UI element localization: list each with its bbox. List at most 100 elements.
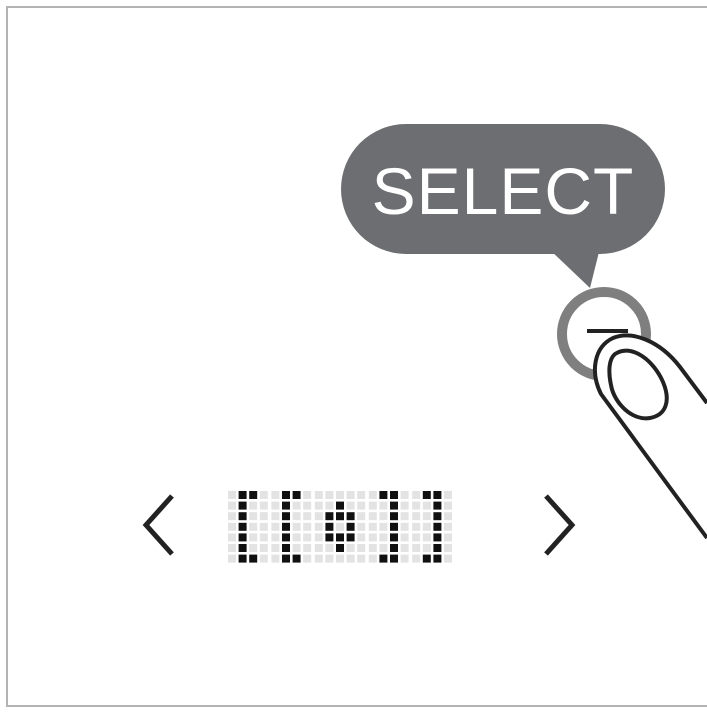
display-dot-off — [401, 512, 409, 520]
display-dot-off — [315, 491, 323, 499]
display-dot-on — [336, 533, 344, 541]
display-dot-off — [293, 502, 301, 510]
display-dot-off — [357, 502, 365, 510]
display-glyph — [315, 491, 365, 563]
display-dot-off — [315, 555, 323, 563]
display-dot-off — [423, 523, 431, 531]
display-dot-off — [228, 502, 236, 510]
display-dot-off — [315, 533, 323, 541]
display-dot-on — [239, 555, 247, 563]
display-dot-on — [282, 502, 290, 510]
display-dot-on — [347, 533, 355, 541]
display-dot-on — [433, 523, 441, 531]
display-dot-off — [336, 555, 344, 563]
display-dot-off — [249, 533, 257, 541]
display-dot-on — [347, 523, 355, 531]
display-dot-on — [390, 555, 398, 563]
display-dot-off — [271, 533, 279, 541]
display-dot-off — [379, 523, 387, 531]
display-dot-off — [293, 533, 301, 541]
display-dot-off — [260, 512, 268, 520]
display-dot-off — [228, 533, 236, 541]
display-glyph — [271, 491, 311, 563]
display-dot-off — [357, 555, 365, 563]
display-dot-on — [239, 544, 247, 552]
display-dot-on — [293, 555, 301, 563]
display-dot-off — [369, 523, 377, 531]
display-dot-off — [336, 523, 344, 531]
display-dot-off — [423, 502, 431, 510]
display-dot-off — [315, 523, 323, 531]
display-dot-off — [271, 523, 279, 531]
display-dot-on — [282, 555, 290, 563]
display-dot-off — [228, 544, 236, 552]
display-dot-off — [412, 544, 420, 552]
display-dot-on — [379, 555, 387, 563]
display-dot-off — [249, 544, 257, 552]
display-dot-on — [433, 544, 441, 552]
display-dot-off — [260, 555, 268, 563]
display-dot-off — [228, 523, 236, 531]
display-dot-off — [412, 523, 420, 531]
display-dot-on — [325, 533, 333, 541]
display-dot-off — [423, 544, 431, 552]
display-dot-off — [379, 533, 387, 541]
display-dot-on — [249, 491, 257, 499]
display-dot-off — [369, 544, 377, 552]
display-dot-off — [293, 523, 301, 531]
display-dot-on — [390, 544, 398, 552]
display-dot-on — [282, 533, 290, 541]
display-dot-on — [433, 491, 441, 499]
display-dot-off — [357, 533, 365, 541]
display-dot-on — [282, 512, 290, 520]
display-dot-off — [369, 491, 377, 499]
display-dot-off — [293, 512, 301, 520]
display-dot-off — [260, 533, 268, 541]
display-dot-off — [357, 491, 365, 499]
display-dot-off — [325, 491, 333, 499]
display-dot-off — [293, 544, 301, 552]
display-dot-off — [401, 523, 409, 531]
display-dot-on — [282, 544, 290, 552]
display-dot-on — [336, 512, 344, 520]
display-glyph — [228, 491, 268, 563]
display-dot-off — [412, 555, 420, 563]
display-dot-off — [303, 555, 311, 563]
display-dot-on — [379, 491, 387, 499]
display-dot-on — [249, 555, 257, 563]
display-dot-off — [412, 491, 420, 499]
display-dot-off — [401, 491, 409, 499]
display-dot-off — [303, 512, 311, 520]
display-dot-off — [444, 555, 452, 563]
display-dot-on — [433, 555, 441, 563]
display-dot-on — [336, 544, 344, 552]
display-dot-on — [390, 502, 398, 510]
display-dot-on — [433, 512, 441, 520]
display-dot-off — [228, 491, 236, 499]
display-dot-off — [444, 544, 452, 552]
display-dot-off — [379, 512, 387, 520]
display-dot-off — [369, 502, 377, 510]
display-dot-off — [444, 523, 452, 531]
display-dot-on — [433, 533, 441, 541]
display-dot-off — [412, 502, 420, 510]
display-dot-off — [228, 512, 236, 520]
chevron-left-icon[interactable] — [138, 490, 178, 560]
display-dot-on — [336, 502, 344, 510]
display-dot-off — [336, 491, 344, 499]
display-dot-off — [303, 491, 311, 499]
display-dot-on — [239, 512, 247, 520]
display-dot-off — [260, 502, 268, 510]
display-dot-on — [282, 491, 290, 499]
display-dot-off — [315, 502, 323, 510]
display-dot-off — [444, 533, 452, 541]
display-dot-on — [390, 512, 398, 520]
display-dot-off — [303, 533, 311, 541]
display-dot-off — [271, 544, 279, 552]
display-dot-off — [271, 555, 279, 563]
display-dot-on — [325, 512, 333, 520]
display-dot-on — [239, 533, 247, 541]
chevron-right-icon[interactable] — [540, 490, 580, 560]
display-dot-off — [412, 533, 420, 541]
